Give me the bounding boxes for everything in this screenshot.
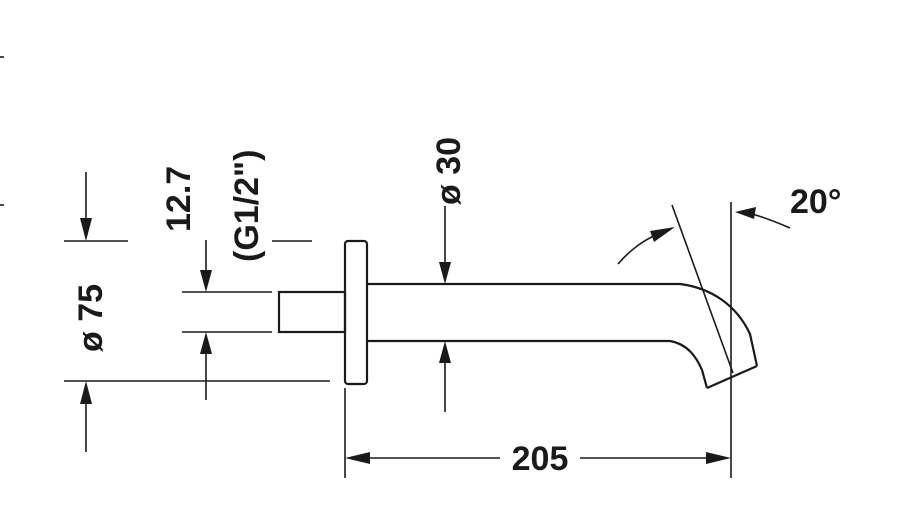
arrow-down: [80, 218, 92, 241]
wall-flange: [343, 239, 369, 386]
thread-size-label: (G1/2"): [228, 150, 266, 262]
spout-diameter-dimension: ø 30: [430, 137, 468, 412]
overall-length-dimension: 205: [344, 202, 732, 478]
spout-diameter-label: ø 30: [430, 137, 468, 205]
outlet-angle-dimension: 20°: [617, 183, 841, 374]
overall-length-label: 205: [512, 440, 569, 478]
arrow-up: [80, 381, 92, 404]
arrow-left: [345, 452, 370, 464]
thread-offset-label: 12.7: [160, 166, 198, 232]
thread-connector: [277, 290, 347, 334]
arrow-down: [200, 270, 212, 292]
arrow-right: [706, 452, 731, 464]
angle-arrow-right: [735, 207, 756, 219]
thread-offset-dimension: 12.7: [160, 166, 272, 400]
spout-lower-edge: [367, 339, 709, 389]
outlet-angle-label: 20°: [790, 183, 841, 221]
angle-arrow-left: [650, 227, 675, 242]
spout-upper-edge: [367, 282, 759, 367]
angle-arc-left: [617, 233, 659, 265]
angle-arc-right: [751, 213, 791, 229]
flange-diameter-dimension: ø 75: [64, 172, 330, 452]
spout-outlet: [706, 364, 758, 390]
angle-leg: [671, 204, 734, 374]
arrow-down: [439, 262, 451, 284]
arrow-up: [439, 341, 451, 363]
flange-diameter-label: ø 75: [72, 284, 110, 352]
arrow-up: [200, 332, 212, 354]
spout-outline: [277, 239, 759, 390]
